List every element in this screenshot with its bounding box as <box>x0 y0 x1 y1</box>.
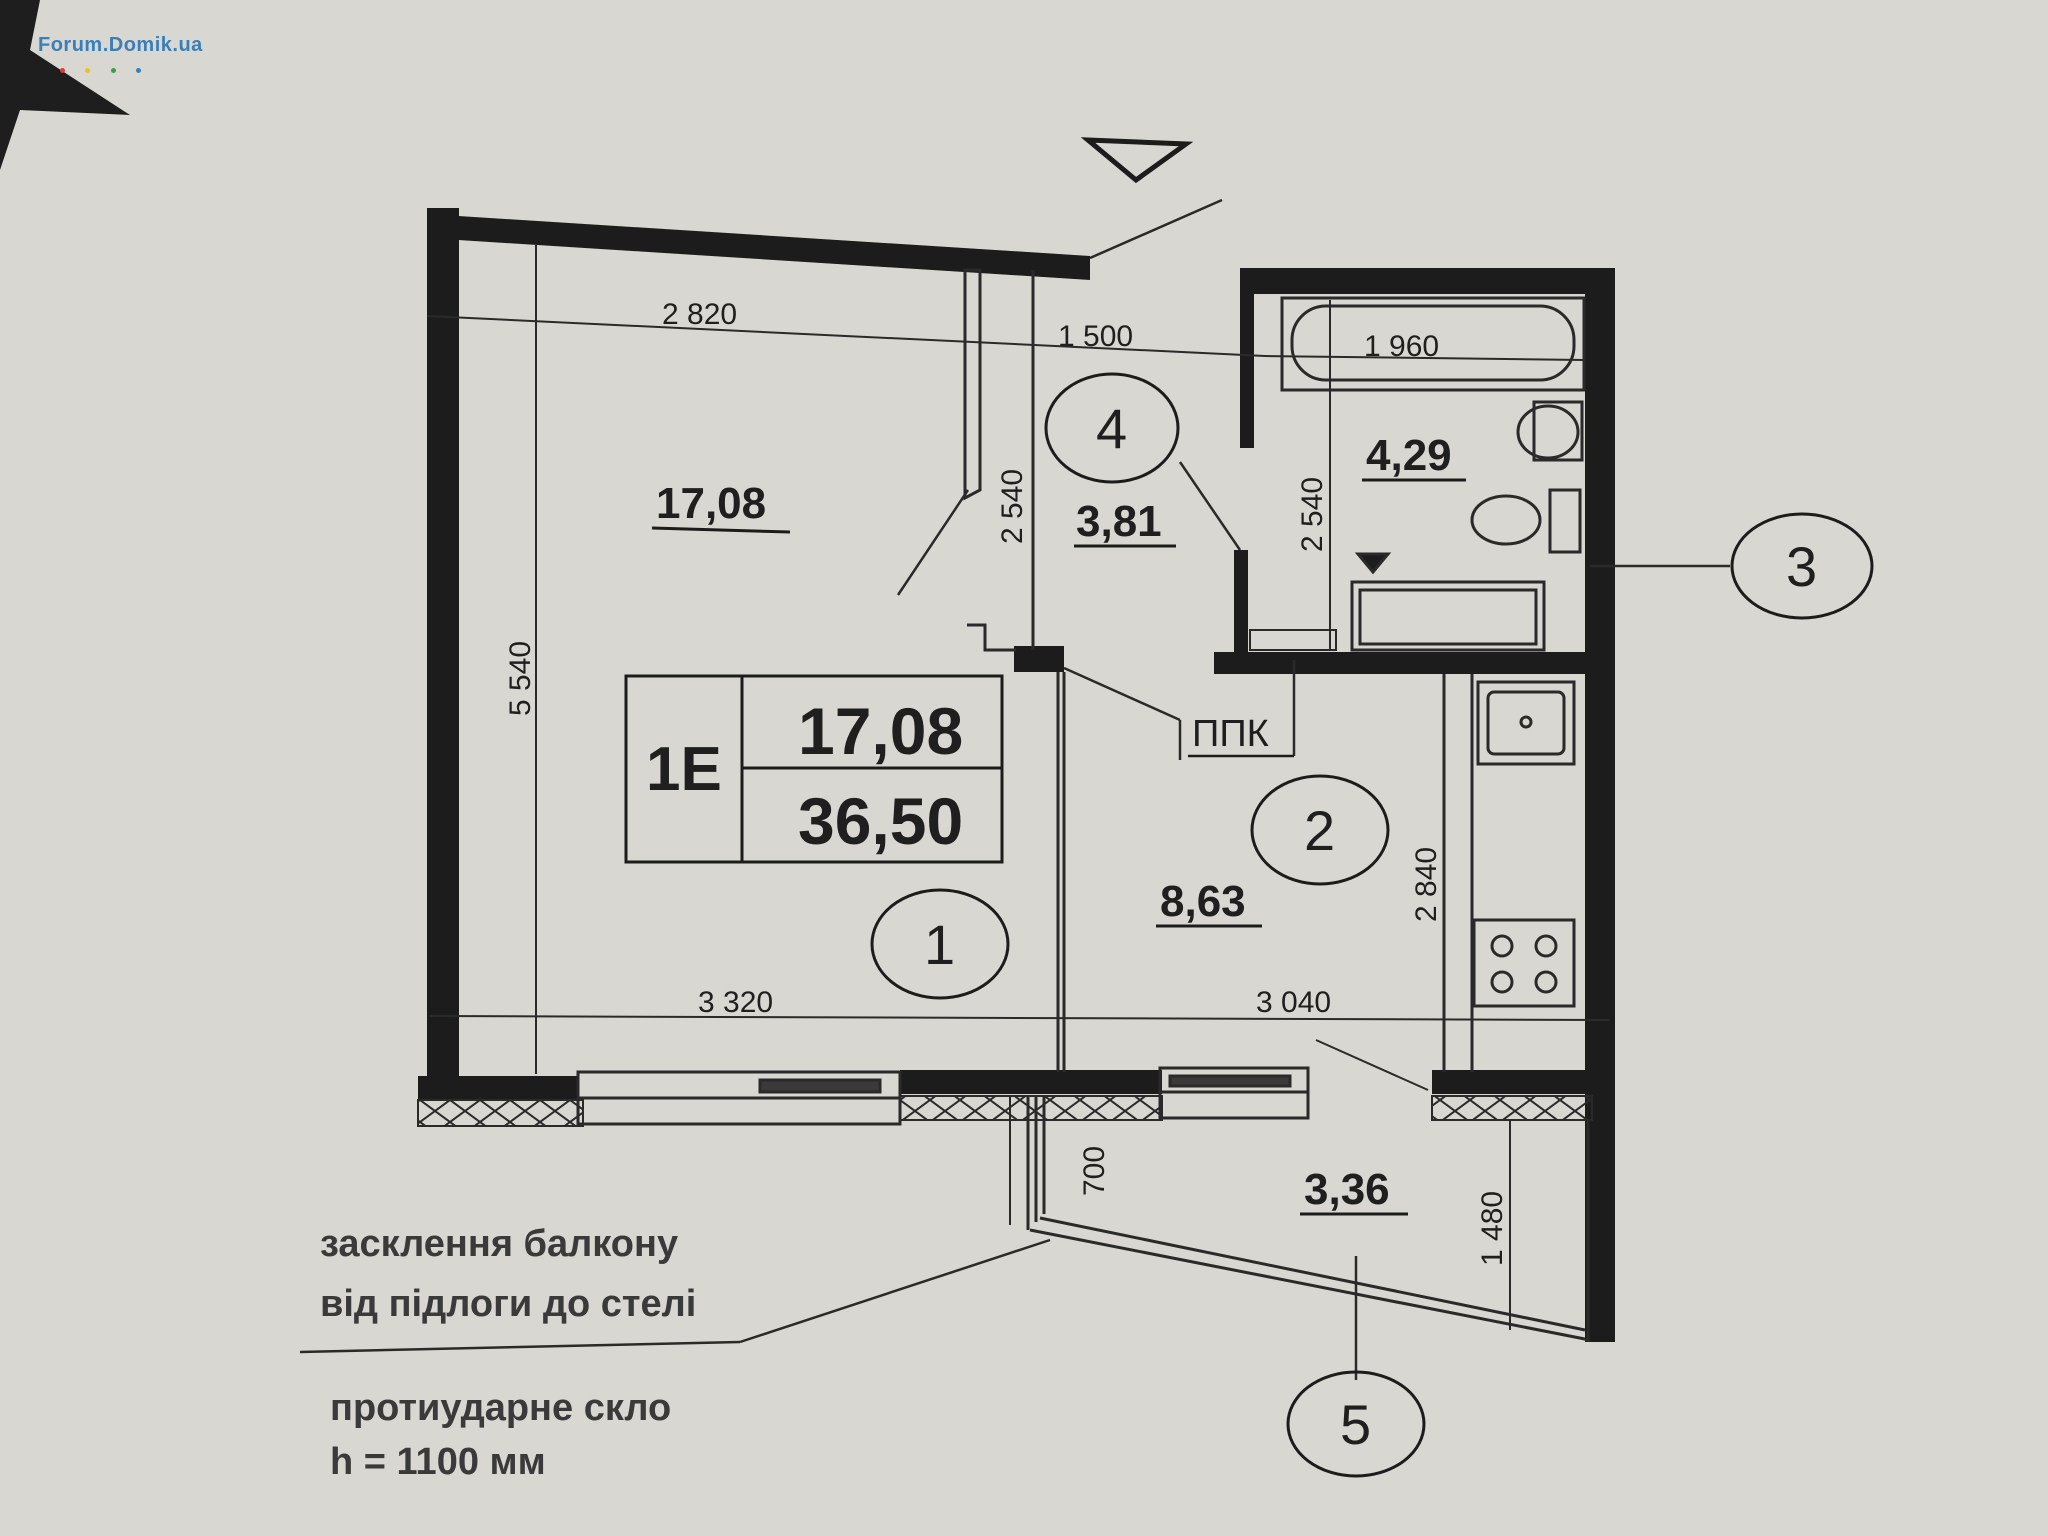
room-tag-2-circle <box>1250 774 1390 886</box>
sink-bath <box>1516 400 1584 462</box>
room-2-area: 8,63 <box>1160 877 1246 926</box>
kitchen-sink <box>1476 680 1576 766</box>
dim-kitchen-width: 3 040 <box>1256 986 1331 1019</box>
wall-bath-left <box>1240 268 1254 448</box>
room-tag-3-circle <box>1730 512 1874 620</box>
room-tag-2: 2 <box>1304 799 1335 862</box>
watermark-dot <box>136 68 142 73</box>
washing-machine <box>1350 552 1546 652</box>
dim-bath-width: 1 960 <box>1364 330 1439 363</box>
wall-bottom-mid <box>900 1070 1162 1094</box>
apartment-type: 1E <box>646 735 722 804</box>
apartment-total-area: 36,50 <box>798 784 963 858</box>
wall-top-room1 <box>427 214 1090 280</box>
watermark-dot <box>60 68 65 73</box>
dim-room1-width-top: 2 820 <box>662 298 737 331</box>
corner-shadow <box>0 0 130 170</box>
wall-partition-stub <box>1014 646 1064 672</box>
windows <box>576 1066 1310 1126</box>
dim-room1-width-bottom: 3 320 <box>698 986 773 1019</box>
bathtub <box>1280 296 1586 392</box>
leader-lines <box>299 564 1730 1380</box>
view-marker-triangle <box>1080 137 1194 184</box>
wall-bath-top <box>1240 268 1610 294</box>
toilet <box>1470 488 1582 554</box>
note-glazing-line2: від підлоги до стелі <box>320 1283 696 1325</box>
wall-right <box>1585 268 1615 1342</box>
room-tag-4: 4 <box>1096 397 1127 460</box>
wall-bottom-right <box>1432 1070 1592 1094</box>
balcony <box>1026 1096 1591 1342</box>
room-tag-4-circle <box>1044 372 1180 484</box>
apartment-summary-table <box>624 674 1004 864</box>
wall-bottom-left <box>418 1076 578 1100</box>
note-glass-line1: протиударне скло <box>330 1387 671 1429</box>
watermark-dot <box>110 68 116 73</box>
shower-tray <box>1249 629 1337 651</box>
door-lines <box>896 198 1242 596</box>
room-5-area: 3,36 <box>1304 1165 1390 1214</box>
dim-balcony-left: 700 <box>1078 1146 1111 1196</box>
dim-hall-width: 1 500 <box>1058 320 1133 353</box>
watermark-dot <box>85 68 91 73</box>
wall-bath-bottom <box>1214 652 1610 674</box>
room-tags <box>870 372 1874 1478</box>
walls <box>418 208 1615 1342</box>
dim-balcony-right: 1 480 <box>1476 1191 1509 1266</box>
apartment-living-area: 17,08 <box>798 694 963 768</box>
dimension-lines <box>426 245 1611 1330</box>
dim-bath-height: 2 540 <box>1296 477 1329 552</box>
stove <box>1472 918 1576 1008</box>
room-tag-1-circle <box>870 888 1010 1000</box>
dim-room1-height: 5 540 <box>504 641 537 716</box>
room-4-area: 3,81 <box>1076 497 1162 546</box>
room-3-area: 4,29 <box>1366 431 1452 480</box>
room-tag-5-circle <box>1286 1370 1426 1478</box>
room-tag-3: 3 <box>1786 535 1817 598</box>
note-glazing-line1: засклення балкону <box>320 1223 678 1265</box>
wall-bath-left-low <box>1234 550 1248 660</box>
dim-hall-height: 2 540 <box>996 469 1029 544</box>
room-areas: 17,08 3,81 4,29 8,63 3,36 <box>651 431 1466 1216</box>
watermark-logo: Forum.Domik.ua <box>38 34 203 56</box>
room-tag-1: 1 <box>924 913 955 976</box>
room-1-area: 17,08 <box>656 479 766 528</box>
wall-left <box>427 208 459 1098</box>
room-tag-5: 5 <box>1340 1393 1371 1456</box>
note-glass-line2: h = 1100 мм <box>330 1441 546 1483</box>
hatched-strips <box>417 1095 1593 1127</box>
ppk-label: ППК <box>1192 713 1269 755</box>
watermark-dots <box>60 60 157 78</box>
dim-kitchen-height: 2 840 <box>1410 847 1443 922</box>
